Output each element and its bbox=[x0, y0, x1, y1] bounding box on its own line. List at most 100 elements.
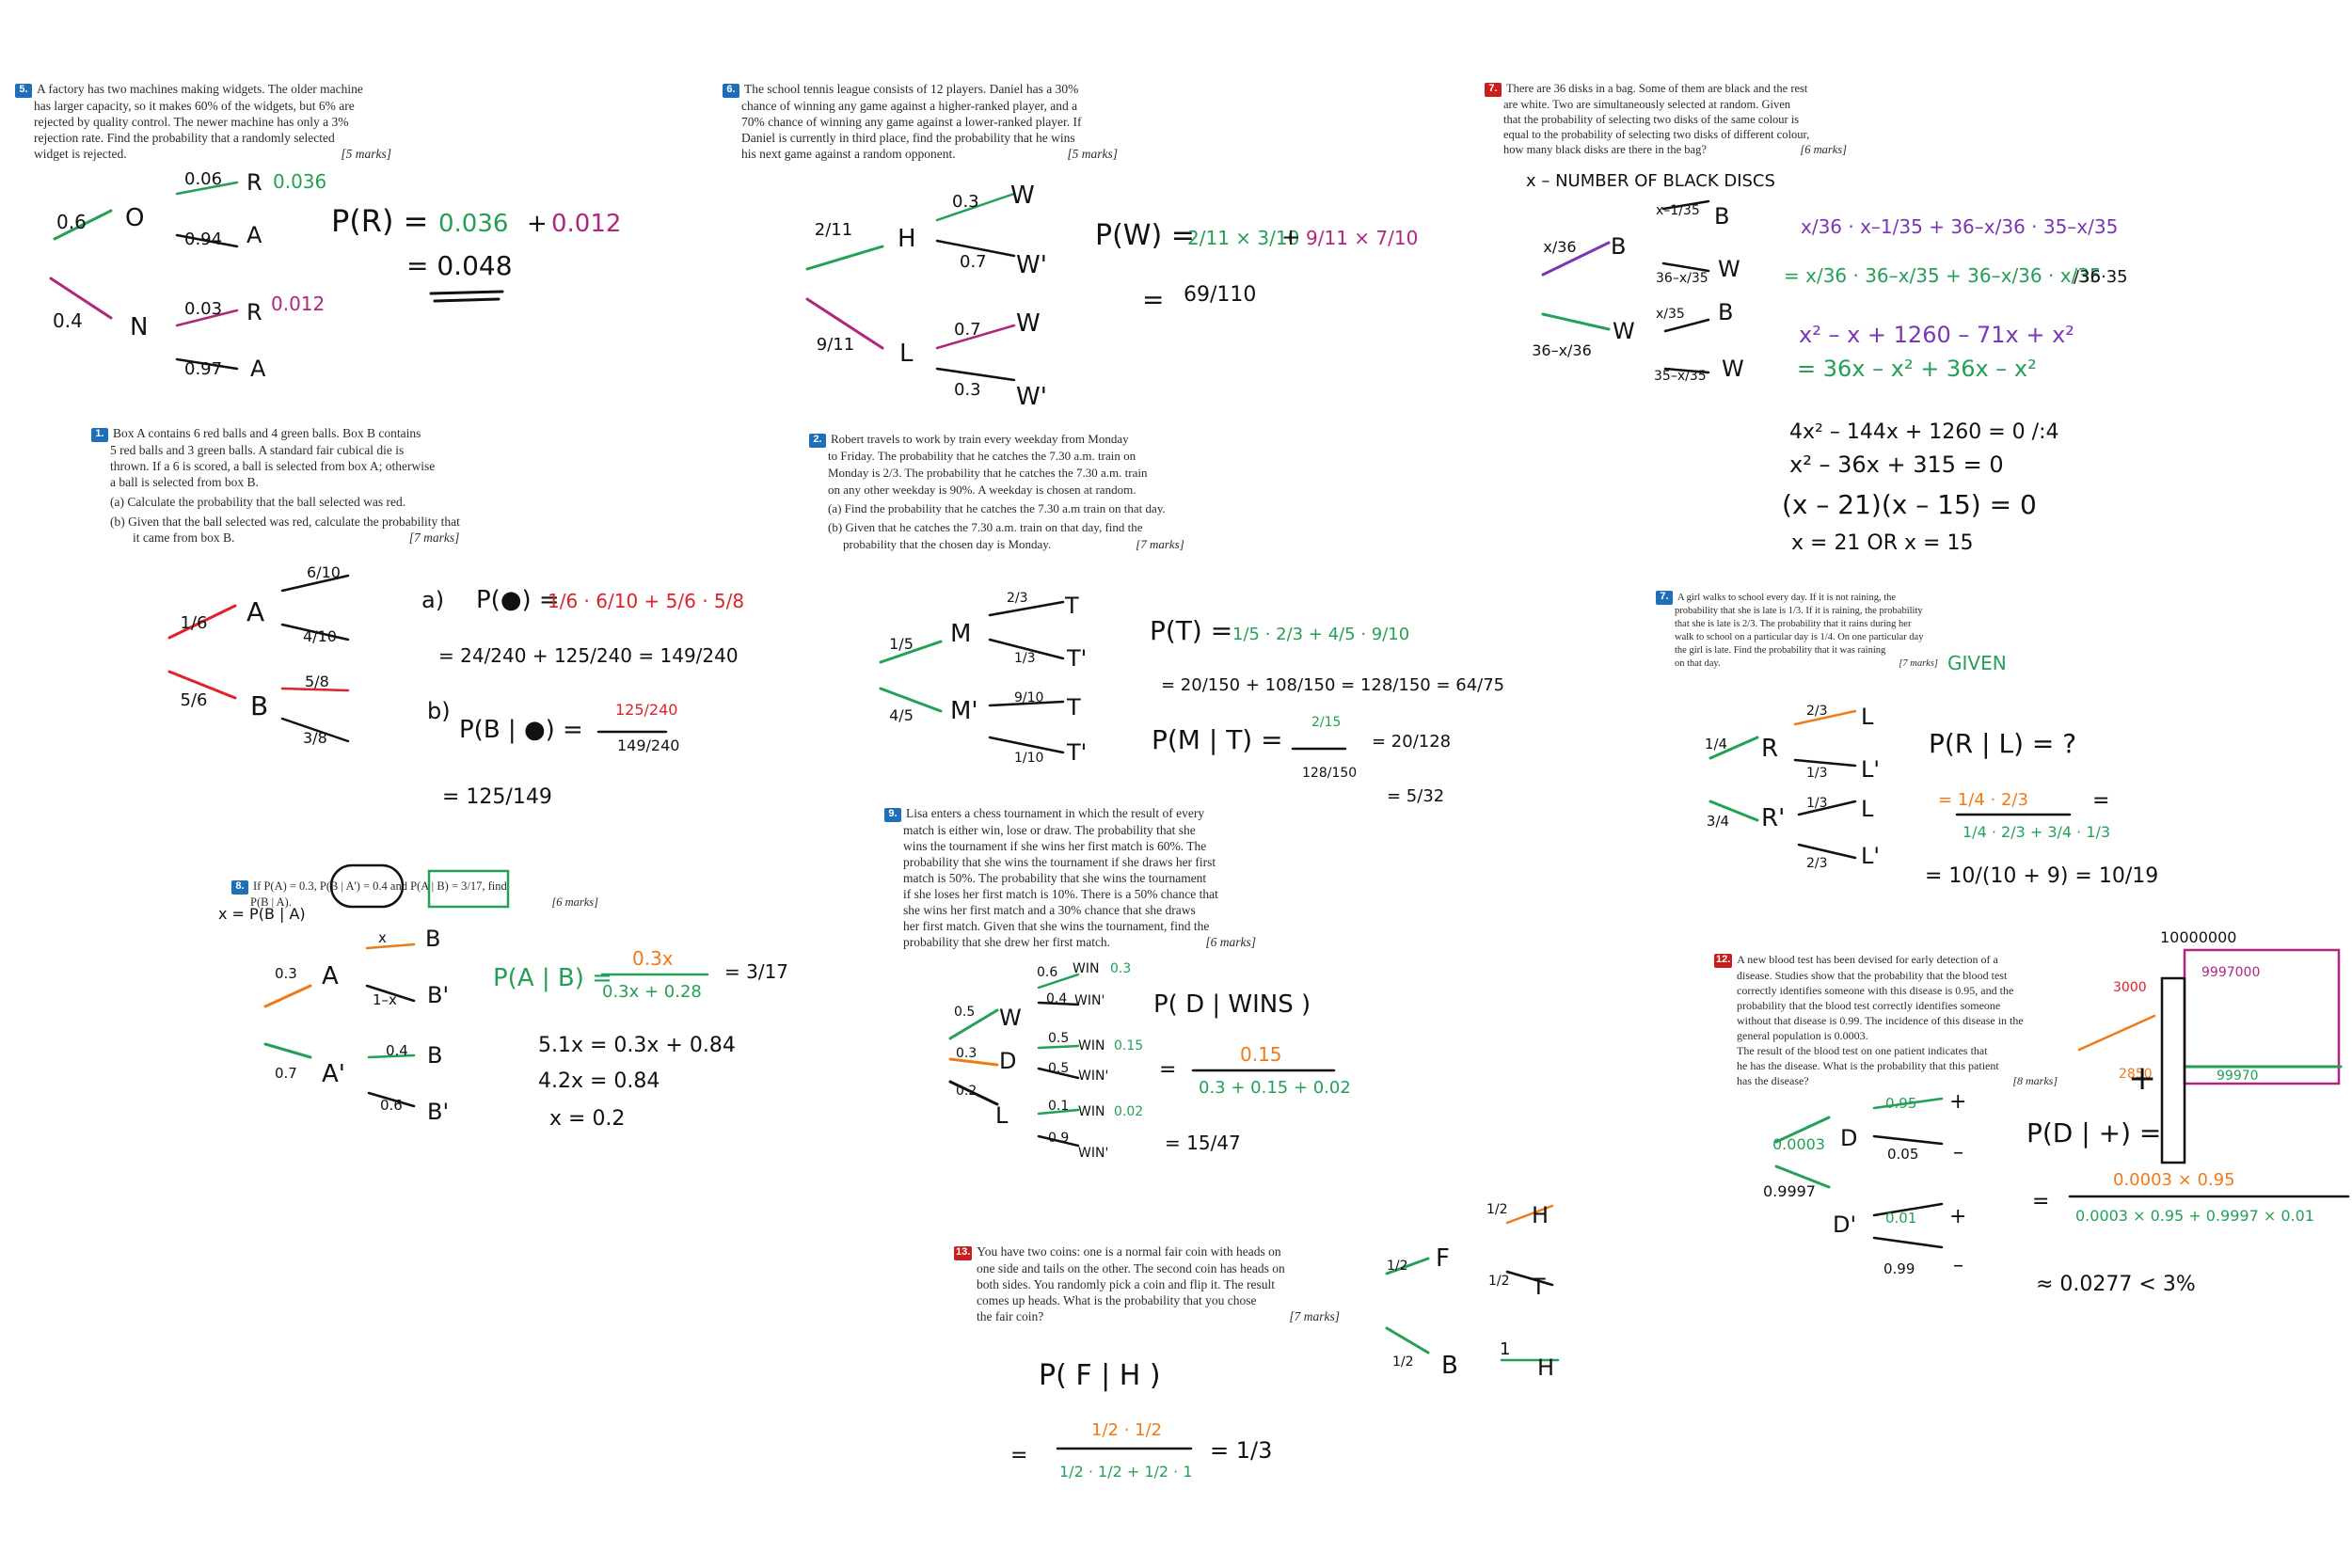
handwritten-text: 1/3 bbox=[1806, 766, 1828, 781]
branch-line bbox=[1797, 800, 1857, 816]
handwritten-text: 35–x/35 bbox=[1654, 369, 1707, 384]
branch-line bbox=[948, 1080, 999, 1106]
question-line: the fair coin? bbox=[977, 1309, 1044, 1323]
node-label: L' bbox=[1861, 756, 1880, 783]
branch-line bbox=[1505, 1270, 1554, 1287]
question-part-a: (a) Find the probability that he catches… bbox=[828, 501, 1166, 515]
formula-result: = 15/47 bbox=[1165, 1132, 1241, 1154]
formula: = bbox=[1159, 1058, 1176, 1082]
node-label: F bbox=[1436, 1244, 1450, 1273]
branch-line bbox=[1541, 312, 1611, 331]
handwritten-text: WIN bbox=[1078, 1038, 1104, 1053]
branch-line bbox=[1797, 843, 1857, 860]
node-label: L bbox=[1861, 704, 1874, 730]
handwritten-text: 0.15 bbox=[1114, 1038, 1143, 1053]
node-label: R bbox=[1761, 735, 1778, 763]
formula: P(R) = bbox=[331, 203, 428, 239]
branch-line bbox=[280, 623, 350, 641]
question-line: 70% chance of winning any game against a… bbox=[741, 115, 1082, 129]
question-number: 13. bbox=[954, 1246, 973, 1260]
formula: = 36x – x² + 36x – x² bbox=[1797, 356, 2037, 382]
node-label: W bbox=[1722, 356, 1744, 382]
formula: 1/6 · 6/10 + 5/6 · 5/8 bbox=[548, 590, 744, 612]
formula: 149/240 bbox=[617, 736, 679, 754]
formula: = bbox=[1142, 284, 1164, 315]
question-line: she wins her first match and a 30% chanc… bbox=[903, 903, 1196, 917]
handwritten-text: – bbox=[1953, 1254, 1963, 1277]
node-label: B bbox=[250, 690, 268, 721]
handwritten-text: 9/10 bbox=[1014, 690, 1043, 705]
question-line: Monday is 2/3. The probability that he c… bbox=[828, 466, 1148, 480]
node-label: W bbox=[1613, 318, 1635, 344]
branch-line bbox=[280, 687, 350, 692]
handwritten-text: 0.4 bbox=[1046, 991, 1067, 1006]
node-label: O bbox=[125, 204, 144, 232]
marks: [5 marks] bbox=[1067, 147, 1118, 161]
handwritten-text: 2/3 bbox=[1007, 591, 1028, 606]
formula: 0.0003 × 0.95 + 0.9997 × 0.01 bbox=[2075, 1207, 2314, 1225]
question-12: 12.A new blood test has been devised for… bbox=[1714, 952, 2058, 1088]
question-line: match is either win, lose or draw. The p… bbox=[903, 823, 1196, 837]
handwritten-text: 0.5 bbox=[1048, 1061, 1069, 1076]
node-label: B bbox=[1441, 1352, 1458, 1380]
node-label: L' bbox=[1861, 843, 1880, 869]
handwritten-text: 36–x/35 bbox=[1656, 271, 1708, 286]
handwritten-text: WIN' bbox=[1078, 1146, 1108, 1161]
node-label: H bbox=[898, 225, 916, 253]
question-part-a: (a) Calculate the probability that the b… bbox=[110, 495, 406, 509]
node-label: B bbox=[425, 926, 440, 952]
question-number: 2. bbox=[809, 434, 826, 448]
question-8: 8.If P(A) = 0.3, P(B | A') = 0.4 and P(A… bbox=[231, 879, 598, 911]
formula-result: = 5/32 bbox=[1387, 786, 1444, 806]
formula: 0.3x bbox=[632, 947, 674, 970]
handwritten-text: 0.6 bbox=[380, 1097, 403, 1114]
question-line: wins the tournament if she wins her firs… bbox=[903, 839, 1207, 853]
node-label: W' bbox=[1016, 251, 1047, 279]
formula: 1/4 · 2/3 + 3/4 · 1/3 bbox=[1963, 823, 2110, 841]
formula: P(M | T) = bbox=[1152, 724, 1283, 755]
question-line: correctly identifies someone with this d… bbox=[1737, 984, 2014, 997]
branch-line bbox=[1661, 199, 1710, 211]
marks: [6 marks] bbox=[1800, 143, 1847, 156]
question-line: rejection rate. Find the probability tha… bbox=[34, 131, 335, 145]
question-number: 12. bbox=[1714, 954, 1733, 968]
handwritten-text: 0.05 bbox=[1887, 1146, 1918, 1163]
formula: P(R | L) = ? bbox=[1929, 728, 2076, 759]
formula: 0.3x + 0.28 bbox=[602, 982, 702, 1002]
handwritten-text: 2/3 bbox=[1806, 856, 1828, 871]
formula: 1/2 · 1/2 + 1/2 · 1 bbox=[1059, 1463, 1193, 1481]
underline bbox=[429, 290, 504, 295]
branch-line bbox=[175, 309, 239, 327]
marks: [6 marks] bbox=[1205, 935, 1256, 949]
question-7-disks: 7.There are 36 disks in a bag. Some of t… bbox=[1485, 81, 1847, 157]
formula-result: x = 0.2 bbox=[549, 1107, 625, 1131]
branch-line bbox=[1663, 367, 1710, 374]
branch-line bbox=[1385, 1326, 1430, 1354]
question-line: are white. Two are simultaneously select… bbox=[1503, 98, 1791, 111]
fraction: 36–x/36 bbox=[1532, 341, 1592, 359]
node-label: A' bbox=[322, 1060, 345, 1088]
handwritten-text: 99970 bbox=[2217, 1069, 2259, 1084]
branch-line bbox=[1708, 736, 1759, 760]
handwritten-text: 0.9997 bbox=[1763, 1182, 1816, 1200]
marks: [7 marks] bbox=[1899, 658, 1938, 669]
handwritten-text: 0.7 bbox=[960, 252, 987, 272]
question-line: how many black disks are there in the ba… bbox=[1503, 143, 1707, 156]
formula: P(B | ●) = bbox=[459, 716, 583, 744]
branch-line bbox=[263, 984, 312, 1008]
formula: + bbox=[1281, 224, 1300, 250]
node-label: T bbox=[1064, 593, 1079, 619]
branch-line bbox=[1774, 1164, 1831, 1189]
disease-column bbox=[2160, 976, 2186, 1164]
formula: = bbox=[2092, 789, 2109, 813]
branch-line bbox=[879, 687, 943, 713]
fraction: 9/11 bbox=[817, 335, 854, 355]
question-number: 7. bbox=[1656, 591, 1673, 605]
handwritten-text: 1/3 bbox=[1014, 651, 1036, 666]
handwritten-text: 0.2 bbox=[956, 1084, 977, 1099]
question-number: 8. bbox=[231, 880, 248, 895]
variable-definition: x = P(B | A) bbox=[218, 905, 306, 923]
question-number: 6. bbox=[723, 84, 739, 98]
question-5: 5.A factory has two machines making widg… bbox=[15, 81, 391, 162]
handwritten-text: 3/8 bbox=[303, 729, 327, 747]
